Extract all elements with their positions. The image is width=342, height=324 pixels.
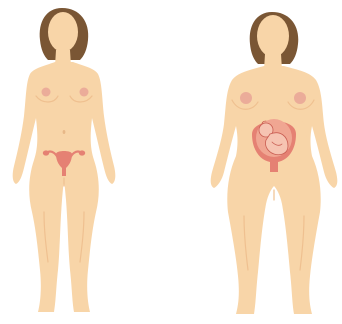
right-nipple — [80, 88, 89, 97]
navel — [63, 130, 66, 134]
head — [48, 12, 78, 52]
right-nipple — [294, 92, 306, 104]
figure-pregnant — [211, 12, 338, 314]
head — [257, 15, 289, 57]
torso-and-legs — [13, 62, 116, 312]
figure-non-pregnant — [13, 8, 116, 312]
left-nipple — [240, 92, 252, 104]
left-nipple — [42, 88, 51, 97]
